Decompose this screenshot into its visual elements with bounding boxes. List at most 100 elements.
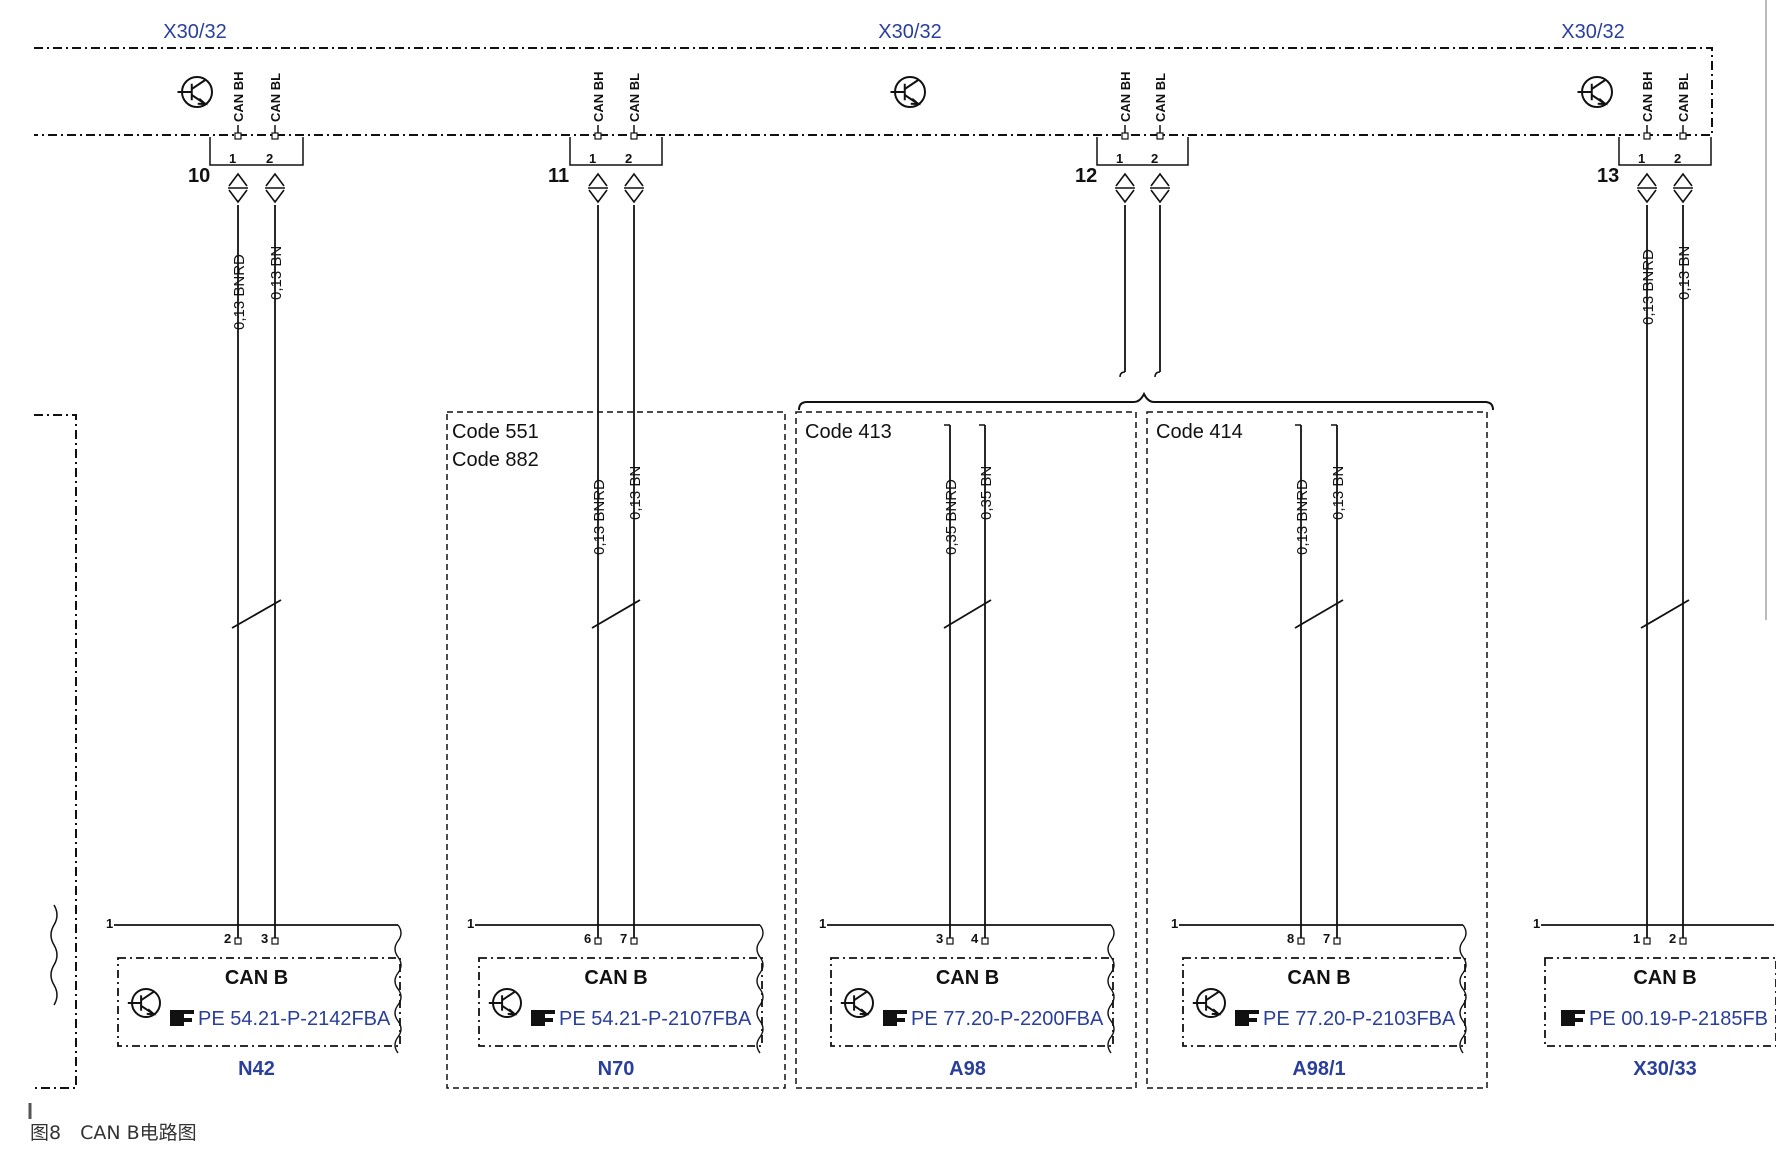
connector-up <box>1637 172 1657 187</box>
connector-down <box>624 189 644 204</box>
module-box <box>827 924 1115 1054</box>
module-break-edge <box>1459 924 1467 1054</box>
branch-pin-a: 1 <box>229 151 236 166</box>
transistor-collector <box>1205 990 1220 1002</box>
transistor-collector <box>904 79 919 90</box>
branch-pin-b: 2 <box>625 151 632 166</box>
connector-up <box>588 172 608 187</box>
transistor-collector <box>191 79 206 90</box>
bus-pin-socket <box>630 132 638 140</box>
module-box <box>475 924 764 1054</box>
module-corner-number: 1 <box>467 916 474 931</box>
hand-fingers <box>1571 1010 1585 1026</box>
transistor-icon <box>1192 988 1226 1018</box>
module-pin-socket <box>981 937 989 945</box>
code-brace <box>798 391 1494 411</box>
bus-pin-label: CAN BH <box>591 71 606 122</box>
branch-bracket <box>1618 137 1712 166</box>
connector-down <box>1115 189 1135 204</box>
bus-pin-socket <box>594 132 602 140</box>
module-reference: PE 54.21-P-2107FBA <box>559 1008 752 1030</box>
wire-connector <box>624 172 644 204</box>
connector-up <box>265 172 285 187</box>
branch-number: 10 <box>188 165 210 187</box>
module-reference: PE 77.20-P-2103FBA <box>1263 1008 1456 1030</box>
module-outline <box>1544 957 1776 1047</box>
transistor-arrow <box>910 97 922 106</box>
wire-label: 0,13 BNRD <box>1640 249 1657 325</box>
bus-pin-label: CAN BL <box>627 73 642 122</box>
wire-label: 0,13 BN <box>268 246 285 300</box>
connector-up <box>228 172 248 187</box>
connector-down <box>1673 189 1693 204</box>
transistor-arrow <box>507 1008 518 1016</box>
hand-cuff <box>1561 1010 1571 1026</box>
wire-connector <box>1115 172 1135 204</box>
module-pin-socket <box>594 937 602 945</box>
branch-pin-b: 2 <box>1151 151 1158 166</box>
module-box <box>1541 924 1776 1047</box>
bus-pin-label: CAN BH <box>1118 71 1133 122</box>
module-pin-b: 4 <box>971 931 979 946</box>
left-partial-box <box>34 414 77 1089</box>
module-pin-socket <box>1297 937 1305 945</box>
bus-pin-socket <box>271 132 279 140</box>
bus-pin-socket <box>234 132 242 140</box>
connector-up <box>624 172 644 187</box>
wire-label: 0,13 BNRD <box>591 479 608 555</box>
branch-pin-a: 1 <box>589 151 596 166</box>
twist-mark <box>943 599 992 629</box>
module-id: A98/1 <box>1292 1058 1345 1080</box>
connector-up <box>1673 172 1693 187</box>
module-corner-number: 1 <box>106 916 113 931</box>
connector-down <box>1150 189 1170 204</box>
code-box-551 <box>446 411 786 1089</box>
module-bus-label: CAN B <box>584 967 647 989</box>
wire-break <box>1154 371 1161 378</box>
hand-pointer-icon <box>531 1010 555 1026</box>
module-pin-a: 3 <box>936 931 943 946</box>
branch-bracket <box>1096 137 1189 166</box>
code-box-413 <box>795 411 1137 1089</box>
hand-fingers <box>180 1010 194 1026</box>
wire-connector <box>1673 172 1693 204</box>
bus-pin-socket <box>1679 132 1687 140</box>
wire-connector <box>265 172 285 204</box>
wire-label: 0,13 BNRD <box>1294 479 1311 555</box>
bus-pin-label: CAN BL <box>268 73 283 122</box>
module-bus-label: CAN B <box>1287 967 1350 989</box>
module-reference: PE 54.21-P-2142FBA <box>198 1008 391 1030</box>
wire-label: 0,13 BN <box>1676 246 1693 300</box>
branch-number: 11 <box>548 165 569 187</box>
module-break-edge <box>394 924 402 1054</box>
module-pin-b: 7 <box>1323 931 1330 946</box>
code-label: Code 413 <box>805 421 892 443</box>
branch-number: 13 <box>1597 165 1619 187</box>
connector-up <box>1150 172 1170 187</box>
branch-pin-a: 1 <box>1638 151 1645 166</box>
module-break-edge <box>1107 924 1115 1054</box>
module-reference: PE 00.19-P-2185FB <box>1589 1008 1768 1030</box>
module-pin-b: 2 <box>1669 931 1676 946</box>
transistor-icon <box>488 988 522 1018</box>
twist-mark <box>591 599 641 629</box>
module-id: N42 <box>238 1058 275 1080</box>
bus-label: X30/32 <box>1561 21 1624 43</box>
hand-pointer-icon <box>170 1010 194 1026</box>
module-pin-socket <box>630 937 638 945</box>
branch-pin-a: 1 <box>1116 151 1123 166</box>
wire-break <box>1119 371 1126 378</box>
module-pin-a: 8 <box>1287 931 1294 946</box>
twist-mark <box>231 599 282 629</box>
transistor-icon <box>890 76 926 108</box>
connector-up <box>1115 172 1135 187</box>
bus-label: X30/32 <box>878 21 941 43</box>
module-pin-socket <box>946 937 954 945</box>
transistor-arrow <box>146 1008 157 1016</box>
left-partial-edge <box>50 904 58 1006</box>
module-bus-label: CAN B <box>936 967 999 989</box>
bus-frame <box>34 47 1713 136</box>
transistor-collector <box>501 990 516 1002</box>
module-reference: PE 77.20-P-2200FBA <box>911 1008 1104 1030</box>
